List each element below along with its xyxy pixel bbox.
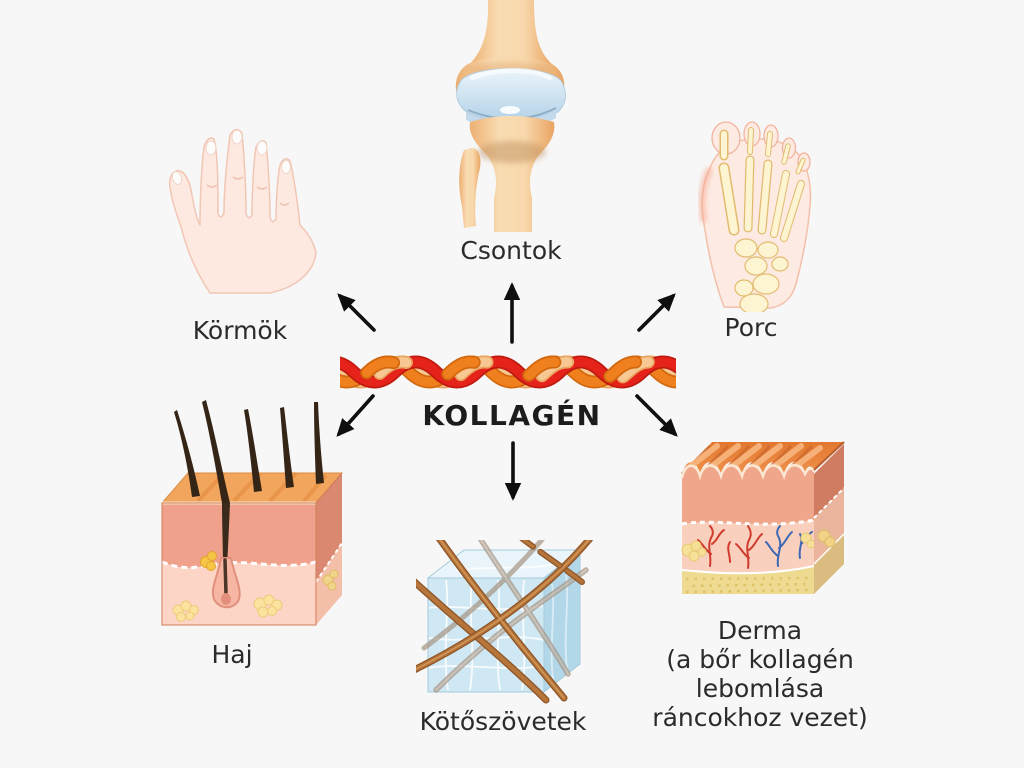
collagen-braid-illustration (340, 347, 676, 397)
foot-bones-illustration (688, 112, 823, 312)
label-cartilage: Porc (724, 313, 778, 342)
skin-hair-cross-section-illustration (148, 398, 348, 663)
label-derma-line2: (a bőr kollagén (666, 645, 854, 674)
label-nails: Körmök (192, 316, 288, 345)
label-derma-line1: Derma (717, 616, 803, 645)
label-derma: Derma (a bőr kollagén lebomlása ráncokho… (630, 616, 890, 732)
arrow-to-nails (337, 293, 376, 332)
connective-tissue-illustration (416, 540, 601, 705)
label-connective: Kötőszövetek (419, 707, 587, 736)
hand-illustration (158, 125, 318, 300)
kollagen-title: KOLLAGÉN (422, 399, 602, 432)
arrow-to-cartilage (637, 293, 676, 332)
label-derma-line4: ráncokhoz vezet) (652, 703, 868, 732)
label-hair: Haj (211, 640, 253, 669)
label-derma-line3: lebomlása (695, 674, 825, 703)
label-bones: Csontok (460, 236, 562, 265)
knee-joint-illustration (452, 0, 612, 232)
arrow-to-derma (635, 394, 678, 437)
wrinkled-skin-illustration (672, 426, 852, 611)
